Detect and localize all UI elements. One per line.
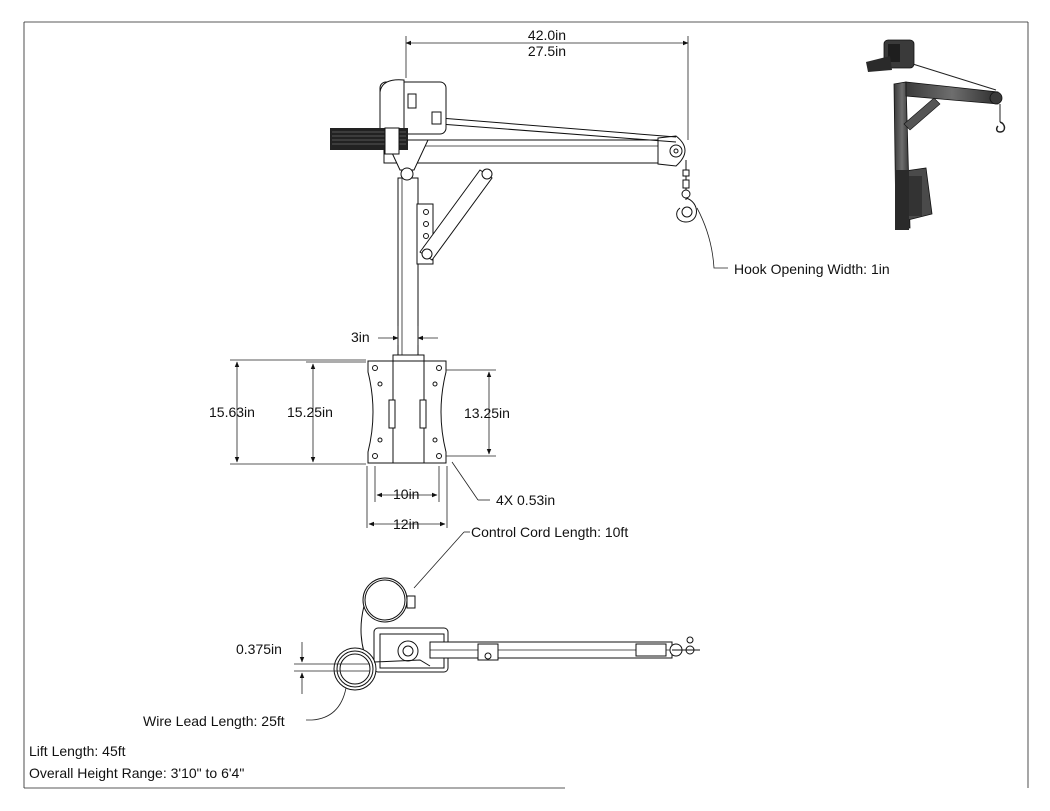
- dimension-span: 42.0in 27.5in: [405, 27, 689, 140]
- mast-width-label: 3in: [351, 329, 370, 345]
- dimension-mast-width: 3in: [351, 326, 438, 345]
- callout-hook-opening: Hook Opening Width: 1in: [696, 207, 890, 277]
- note-height-range: Overall Height Range: 3'10" to 6'4": [29, 765, 244, 781]
- crane-elevation-view: [330, 79, 697, 464]
- plate-width-label: 12in: [393, 516, 419, 532]
- notes-block: Lift Length: 45ft Overall Height Range: …: [29, 743, 244, 781]
- span-max-label: 42.0in: [528, 27, 566, 43]
- hook-opening-label: Hook Opening Width: 1in: [734, 261, 890, 277]
- callout-wire-lead: Wire Lead Length: 25ft: [143, 687, 347, 729]
- callout-control-cord: Control Cord Length: 10ft: [413, 524, 628, 589]
- note-lift-length: Lift Length: 45ft: [29, 743, 126, 759]
- hook-icon: [676, 197, 697, 223]
- dimension-plate-widths: 10in 12in: [366, 466, 448, 532]
- plate-height-mid-label: 15.25in: [287, 404, 333, 420]
- dimension-plate-heights: 15.63in 15.25in 13.25in: [209, 359, 510, 465]
- plate-thickness-label: 0.375in: [236, 641, 282, 657]
- span-min-label: 27.5in: [528, 43, 566, 59]
- crane-plan-view: [333, 577, 700, 691]
- wire-lead-label: Wire Lead Length: 25ft: [143, 713, 285, 729]
- mount-holes-label: 4X 0.53in: [496, 492, 555, 508]
- dimension-plate-thickness: 0.375in: [236, 641, 370, 694]
- callout-mount-holes: 4X 0.53in: [451, 461, 555, 508]
- drawing-border: [23, 21, 1029, 789]
- hole-spacing-v-label: 13.25in: [464, 405, 510, 421]
- plate-height-outer-label: 15.63in: [209, 404, 255, 420]
- control-cord-coil: [362, 577, 408, 623]
- hole-spacing-h-label: 10in: [393, 486, 419, 502]
- control-cord-label: Control Cord Length: 10ft: [471, 524, 628, 540]
- isometric-product-render: [866, 39, 1006, 230]
